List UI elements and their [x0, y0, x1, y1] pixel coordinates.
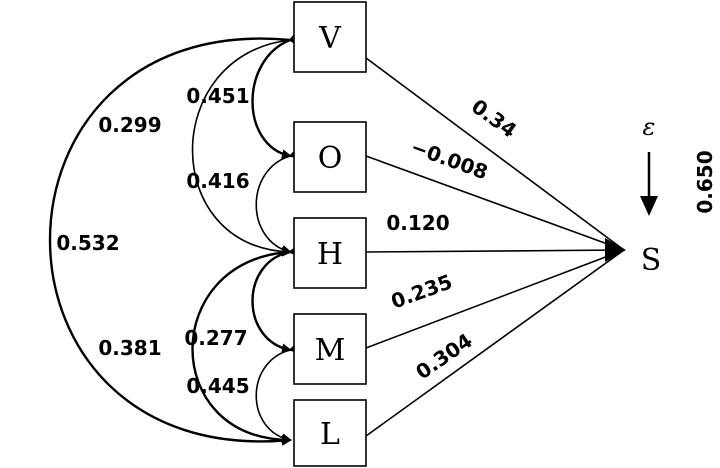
corr-m-l: 0.445 — [186, 374, 249, 398]
node-o-box — [293, 121, 367, 193]
coef-h-s: 0.120 — [386, 211, 449, 235]
node-o-label: O — [318, 141, 343, 176]
corr-curve-v-o — [251, 32, 300, 160]
corr-curve-v-h — [191, 34, 299, 257]
node-s-label: S — [641, 243, 662, 278]
node-m-label: M — [315, 333, 346, 368]
node-l-box — [293, 399, 367, 467]
corr-curve-h-l — [191, 246, 299, 445]
corr-h-l: 0.381 — [98, 336, 161, 360]
arrowhead-s — [605, 238, 626, 262]
path-line-m-s — [365, 249, 625, 349]
corr-curve-v-l — [48, 35, 299, 446]
error-arrow-head — [640, 196, 658, 216]
node-l-label: L — [320, 417, 340, 452]
epsilon-symbol: ε — [643, 113, 656, 141]
node-v-label: V — [318, 21, 342, 56]
corr-h-m: 0.277 — [184, 326, 247, 350]
path-line-l-s — [365, 249, 625, 437]
corr-v-l: 0.532 — [56, 231, 119, 255]
node-h-label: H — [317, 237, 343, 272]
corr-curve-m-l — [255, 343, 300, 444]
corr-v-o: 0.451 — [186, 84, 249, 108]
node-m-box — [293, 313, 367, 385]
corr-curve-h-m — [251, 245, 299, 354]
corr-curve-o-h — [255, 148, 300, 255]
corr-o-h: 0.416 — [186, 169, 249, 193]
path-line-o-s — [365, 155, 625, 251]
coef-m-s: 0.235 — [388, 269, 456, 313]
path-line-v-s — [365, 57, 625, 251]
corr-v-h: 0.299 — [98, 113, 161, 137]
error-variance-label: 0.650 — [693, 150, 717, 213]
coef-l-s: 0.304 — [411, 328, 477, 384]
coef-v-s: 0.34 — [467, 94, 521, 142]
path-line-h-s — [365, 249, 625, 253]
node-h-box — [293, 217, 367, 289]
node-v-box — [293, 1, 367, 73]
